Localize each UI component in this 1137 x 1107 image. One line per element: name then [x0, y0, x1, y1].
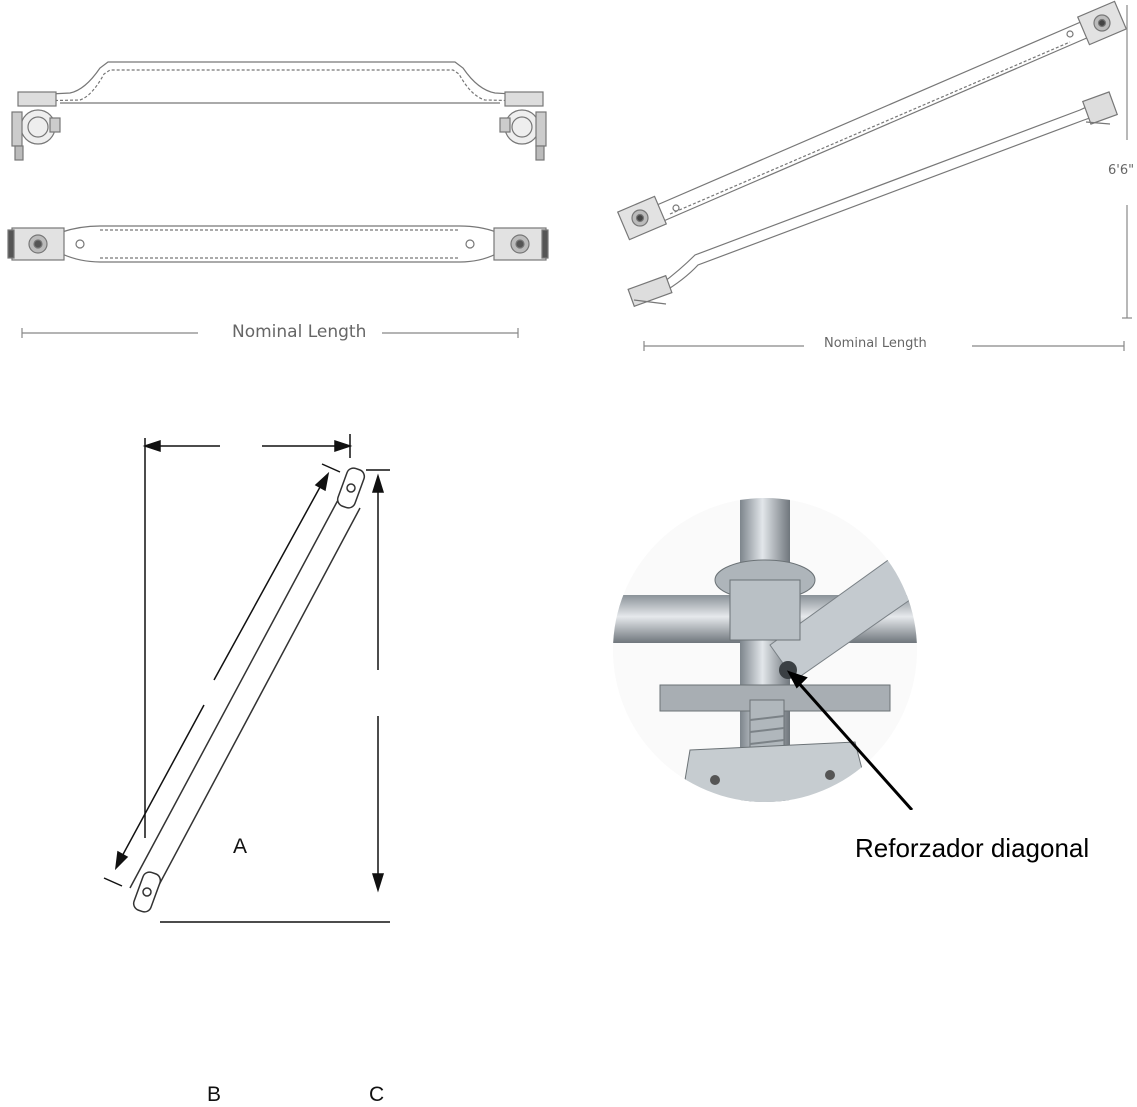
- diagonal-drawing-panel: 6'6" Nominal Length: [600, 0, 1137, 370]
- dimension-drawing: [103, 434, 390, 923]
- photo-panel: Reforzador diagonal: [600, 480, 1137, 938]
- nominal-length-dimension-right: [643, 341, 1125, 351]
- dimension-a-label: A: [233, 835, 248, 858]
- reforzador-diagonal-caption: Reforzador diagonal: [855, 833, 1090, 863]
- dimension-drawing-panel: A B C: [0, 400, 480, 1106]
- nominal-length-dimension: [21, 328, 519, 338]
- dimension-a: [142, 434, 353, 838]
- pointer-arrow: [786, 670, 914, 810]
- height-dimension: [1122, 5, 1132, 319]
- diagonal-drawing: [616, 0, 1132, 351]
- diagonal-brace-lower: [627, 91, 1119, 308]
- dimension-c: [160, 469, 390, 923]
- nominal-length-label-right: Nominal Length: [824, 336, 927, 351]
- ledger-top-view: [7, 225, 549, 263]
- dimension-b-label: B: [207, 1083, 222, 1106]
- diagonal-tube: [129, 467, 366, 913]
- height-label: 6'6": [1108, 163, 1135, 178]
- ledger-side-view: [11, 61, 547, 161]
- ledger-drawing-panel: Nominal Length: [0, 0, 560, 370]
- nominal-length-label: Nominal Length: [232, 322, 367, 342]
- scaffold-joint-photo: [613, 498, 917, 810]
- dimension-c-label: C: [369, 1083, 385, 1106]
- ledger-drawing: [7, 61, 549, 338]
- diagonal-brace-upper: [616, 0, 1128, 241]
- dimension-b: [103, 463, 341, 887]
